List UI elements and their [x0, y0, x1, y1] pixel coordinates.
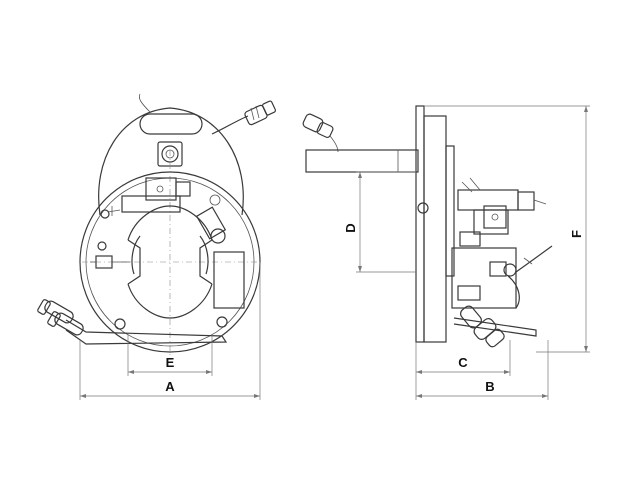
- front-view: E A: [37, 93, 277, 400]
- side-view: D F C B: [302, 105, 590, 400]
- side-lower-mechanism: [451, 245, 553, 309]
- side-bottom-connectors: [460, 305, 505, 348]
- bottom-arm: [65, 319, 228, 345]
- top-cable: [138, 93, 151, 113]
- rotor-arc-top: [127, 205, 213, 241]
- label-c: C: [458, 355, 468, 370]
- hub: [445, 145, 455, 277]
- mounting-plate: [415, 105, 425, 343]
- dimension-b: B: [416, 340, 549, 400]
- right-jaw: [199, 239, 213, 285]
- label-f: F: [569, 230, 584, 238]
- rotor-arc-bottom: [127, 283, 213, 319]
- left-connectors: [37, 299, 84, 336]
- right-cable: [211, 115, 249, 135]
- screw-left: [97, 241, 107, 251]
- right-clamp: [199, 235, 209, 275]
- top-mechanism: [107, 177, 191, 216]
- dimension-f: F: [424, 105, 590, 353]
- side-pivot: [417, 202, 429, 214]
- side-connector: [302, 113, 339, 153]
- screw-bottom-right: [216, 316, 228, 328]
- side-upper-mechanism: [457, 177, 547, 247]
- label-d: D: [343, 223, 358, 232]
- right-connector: [244, 100, 277, 126]
- screw-top-left: [100, 209, 110, 219]
- label-e: E: [166, 355, 175, 370]
- screw-bottom-left: [114, 318, 126, 330]
- label-a: A: [165, 379, 175, 394]
- left-clamp: [131, 235, 141, 275]
- dimension-c: C: [415, 340, 511, 400]
- dimension-a: A: [79, 262, 261, 400]
- dimension-e: E: [127, 334, 213, 376]
- left-jaw: [127, 239, 141, 285]
- handle-slot: [139, 113, 203, 135]
- rotor-disc: [423, 115, 447, 343]
- upper-housing: [98, 107, 244, 216]
- right-motor: [195, 194, 227, 244]
- right-box: [213, 251, 245, 309]
- dimension-d: D: [343, 171, 416, 273]
- side-bottom-arm: [453, 317, 537, 337]
- left-fitting: [90, 255, 130, 269]
- side-arm: [305, 149, 419, 173]
- label-b: B: [485, 379, 494, 394]
